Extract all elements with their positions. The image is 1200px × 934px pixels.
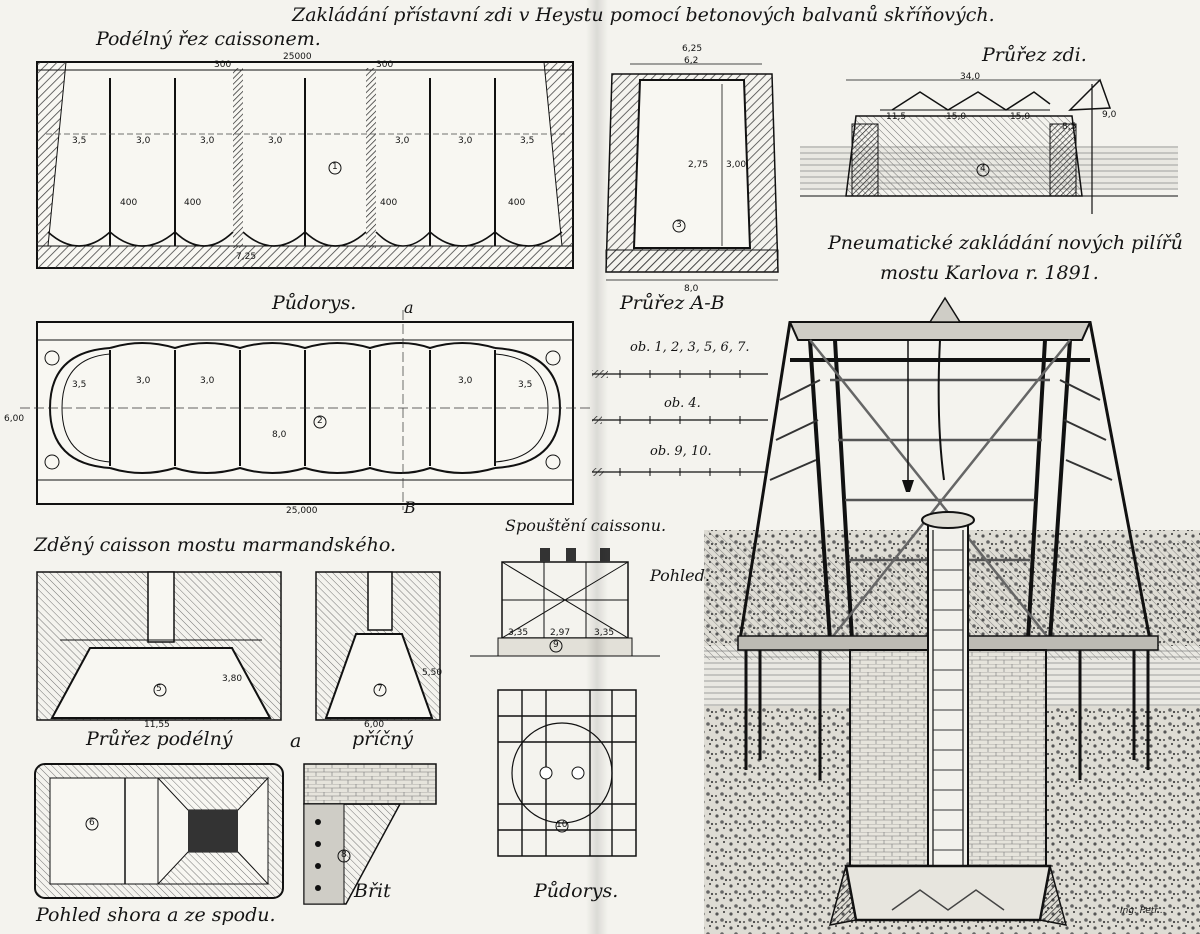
pneumatic-foundation-illustration [704, 296, 1200, 934]
scale-bars [592, 370, 768, 476]
label-brick-caisson: Zděný caisson mostu marmandského. [34, 534, 397, 556]
dim-400-4: 400 [508, 198, 526, 208]
dim-5-50: 5,50 [422, 668, 443, 678]
dim-3-80: 3,80 [222, 674, 243, 684]
label-cutting-edge: Břit [354, 880, 391, 902]
label-plan: Půdorys. [272, 292, 357, 314]
scale-caption-3: ob. 9, 10. [650, 444, 712, 459]
dim-15-0-a: 15,0 [946, 112, 967, 122]
label-lowering: Spouštění caissonu. [505, 516, 667, 535]
dim-3-0-2: 3,0 [200, 136, 215, 146]
dim-34-0: 34,0 [960, 72, 981, 82]
label-section-and: a [290, 730, 302, 752]
plan-dim-3-0-1: 3,0 [136, 376, 151, 386]
dim-7-25: 7,25 [236, 252, 257, 262]
fig-number-3: 3 [676, 220, 682, 230]
label-longitudinal-section: Podélný řez caissonem. [96, 28, 321, 50]
dim-3-0-1: 3,0 [136, 136, 151, 146]
label-wall-section: Průřez zdi. [982, 44, 1087, 66]
dim-400-3: 400 [380, 198, 398, 208]
dim-400-1: 400 [120, 198, 138, 208]
dim-2-75: 2,75 [688, 160, 709, 170]
dim-6-00: 6,00 [364, 720, 385, 730]
fig10-lowering-plan [497, 689, 637, 857]
dim-9-0: 9,0 [1102, 110, 1117, 120]
dim-3-5-right: 3,5 [520, 136, 535, 146]
plan-dim-3-5-left: 3,5 [72, 380, 87, 390]
fig1-longitudinal-section [36, 61, 574, 269]
dim-3-35-a: 3,35 [508, 628, 529, 638]
scale-caption-2: ob. 4. [664, 396, 701, 411]
plan-dim-3-5-right: 3,5 [518, 380, 533, 390]
dim-400-2: 400 [184, 198, 202, 208]
fig9-lowering-view [470, 548, 660, 657]
fig6-top-bottom-view [34, 763, 284, 899]
dim-11-55: 11,55 [144, 720, 170, 730]
scale-caption-1: ob. 1, 2, 3, 5, 6, 7. [630, 340, 750, 355]
fig2-plan [20, 310, 590, 510]
label-point-a: a [404, 298, 414, 317]
label-section-cross: příčný [352, 728, 413, 750]
dim-6-25: 6,25 [682, 44, 703, 54]
dim-8-0: 8,0 [684, 284, 699, 294]
fig-number-1: 1 [332, 162, 338, 172]
fig-number-7: 7 [377, 684, 383, 694]
dim-8-5: 8,5 [1062, 122, 1077, 132]
dim-11-5: 11,5 [886, 112, 907, 122]
fig3-section-ab [605, 63, 779, 281]
dim-3-35-b: 3,35 [594, 628, 615, 638]
page-fold-shadow [586, 0, 608, 934]
fig5-longitudinal-brick-section [36, 571, 282, 721]
label-pneumatic-foundation-2: mostu Karlova r. 1891. [880, 262, 1099, 284]
dim-3-0-4: 3,0 [395, 136, 410, 146]
fig-number-2: 2 [317, 416, 323, 426]
plan-dim-8-0: 8,0 [272, 430, 287, 440]
dim-3-0-5: 3,0 [458, 136, 473, 146]
fig-number-4: 4 [980, 164, 986, 174]
label-point-b: B [404, 498, 416, 517]
plan-dim-3-0-2: 3,0 [200, 376, 215, 386]
dim-300-left: 300 [214, 60, 232, 70]
label-view: Pohled. [650, 566, 710, 585]
dim-15-0-b: 15,0 [1010, 112, 1031, 122]
dim-25000: 25000 [283, 52, 312, 62]
fig8-cutting-edge [303, 763, 437, 905]
plan-dim-25000: 25,000 [286, 506, 318, 516]
dim-3-0-3: 3,0 [268, 136, 283, 146]
fig-number-10: 10 [556, 820, 568, 830]
plan-dim-3-0-3: 3,0 [458, 376, 473, 386]
label-plan-small: Půdorys. [534, 880, 619, 902]
dim-3-5-left: 3,5 [72, 136, 87, 146]
dim-300-right: 300 [376, 60, 394, 70]
fig-number-5: 5 [156, 684, 162, 694]
label-section-ab: Průřez A-B [620, 292, 725, 314]
label-section-longitudinal: Průřez podélný [86, 728, 233, 750]
fig-number-6: 6 [89, 818, 95, 828]
dim-3-00: 3,00 [726, 160, 747, 170]
dim-6-2: 6,2 [684, 56, 699, 66]
main-title: Zakládání přístavní zdi v Heystu pomocí … [292, 4, 995, 26]
plan-dim-6-00: 6,00 [4, 414, 25, 424]
dim-2-97: 2,97 [550, 628, 571, 638]
signature: Ing. Petr... [1120, 906, 1166, 916]
label-pneumatic-foundation: Pneumatické zakládání nových pilířů [828, 232, 1183, 254]
fig4-wall-section [800, 78, 1178, 214]
fig-number-9: 9 [553, 640, 559, 650]
fig-number-8: 8 [341, 850, 347, 860]
label-top-bottom-view: Pohled shora a ze spodu. [36, 904, 276, 926]
fig7-cross-brick-section [315, 571, 441, 721]
